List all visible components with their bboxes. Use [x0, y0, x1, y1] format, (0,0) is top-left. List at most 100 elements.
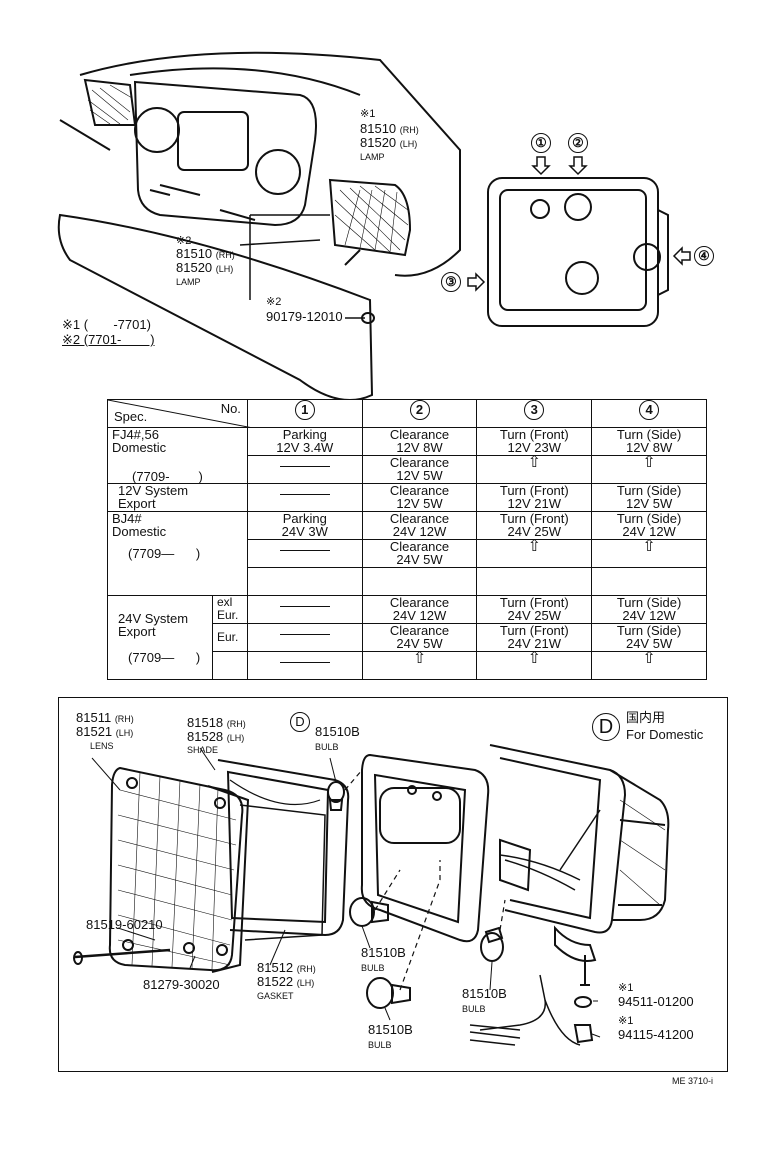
row-c3: Turn (Front) 24V 25W — [476, 511, 593, 540]
dash-mark — [279, 606, 330, 608]
gasket-pn2: 81522 (LH) — [257, 974, 315, 989]
header-col-3: 3 — [476, 399, 593, 428]
row-c3: Turn (Front) 24V 21W — [476, 623, 593, 652]
table-header-row: Spec. No. 1 2 3 4 — [107, 399, 707, 428]
row-spec: BJ4# Domestic — [107, 511, 248, 540]
row-c1 — [246, 567, 363, 596]
footnote-1: ※1 ( -7701) — [62, 317, 151, 332]
table-row — [107, 567, 707, 596]
row-c3: ⇧ — [476, 651, 593, 680]
exploded-view-frame — [58, 697, 728, 1072]
row-c2: Clearance 12V 5W — [361, 455, 478, 484]
bulb-position-2: ② — [568, 133, 588, 153]
table-row: (7709- ) Clearance 12V 5W ⇧ ⇧ — [107, 455, 707, 484]
lens-pn2: 81521 (LH) — [76, 724, 134, 739]
table-row: 12V System Export Clearance 12V 5W Turn … — [107, 483, 707, 512]
row-c2: Clearance 24V 5W — [361, 539, 478, 568]
header-col-1-num: 1 — [294, 400, 315, 420]
footnote-2: ※2 (7701- ) — [62, 332, 155, 347]
gasket-pn1: 81512 (RH) — [257, 960, 316, 975]
bulb-spec-table: Spec. No. 1 2 3 4 FJ4#,56 Domestic Parki… — [107, 399, 707, 680]
bulb-mid-name: BULB — [361, 963, 385, 973]
row-c4: Turn (Side) 12V 5W — [591, 483, 707, 512]
bulb-top-pn: 81510B — [315, 724, 360, 739]
dash-mark — [279, 662, 330, 664]
lens-name: LENS — [90, 741, 114, 751]
lamp-right-name: LAMP — [360, 152, 385, 162]
header-spec: Spec. — [114, 409, 148, 424]
header-col-2-num: 2 — [409, 400, 430, 420]
lamp-right-pn1: 81510 (RH) — [360, 121, 419, 136]
screw-pn-exploded: 81519-60210 — [86, 917, 163, 932]
part2-mark: ※1 — [618, 1015, 634, 1027]
row-spec-date: (7709— ) — [128, 649, 201, 665]
table-row: ⇧ ⇧ ⇧ — [108, 651, 707, 680]
row-c1 — [246, 539, 363, 568]
bulb-position-1: ① — [531, 133, 551, 153]
bulb-mid-pn: 81510B — [361, 945, 406, 960]
part1-pn: 94511-01200 — [618, 994, 694, 1009]
row-spec: 24V System Export (7709— ) — [107, 595, 213, 680]
row-c4: Turn (Side) 12V 8W — [591, 427, 707, 456]
row-c1 — [246, 651, 363, 680]
row-c4: ⇧ — [591, 455, 707, 484]
domestic-mark-small: D — [290, 712, 310, 732]
washer-pn: 81279-30020 — [143, 977, 220, 992]
domestic-en: For Domestic — [626, 727, 704, 742]
part2-pn: 94115-41200 — [618, 1027, 694, 1042]
bulb-low-name: BULB — [368, 1040, 392, 1050]
header-col-4-num: 4 — [639, 400, 660, 420]
row-c2: ⇧ — [361, 651, 478, 680]
part1-mark: ※1 — [618, 982, 634, 994]
row-sub — [211, 651, 248, 680]
lamp-left-name: LAMP — [176, 277, 201, 287]
lamp-left-pn1: 81510 (RH) — [176, 246, 235, 261]
dash-mark — [279, 494, 330, 496]
header-no: No. — [220, 401, 241, 416]
table-row: BJ4# Domestic Parking 24V 3W Clearance 2… — [107, 511, 707, 540]
header-col-4: 4 — [591, 399, 707, 428]
row-spec: 12V System Export — [107, 483, 248, 512]
shade-name: SHADE — [187, 745, 219, 755]
row-spec: (7709— ) — [107, 539, 248, 568]
dash-mark — [279, 634, 330, 636]
screw-note-mark: ※2 — [266, 296, 282, 308]
lens-pn1: 81511 (RH) — [76, 710, 134, 725]
screw-pn: 90179-12010 — [266, 309, 343, 324]
lamp-note-mark: ※1 — [360, 108, 376, 120]
row-c2: Clearance 12V 8W — [361, 427, 478, 456]
gasket-name: GASKET — [257, 991, 294, 1001]
header-spec-no: Spec. No. — [107, 399, 253, 428]
row-c2: Clearance 12V 5W — [361, 483, 478, 512]
dash-mark — [279, 550, 330, 552]
row-c4: Turn (Side) 24V 12W — [591, 511, 707, 540]
header-diagonal — [108, 400, 253, 428]
shade-pn2: 81528 (LH) — [187, 729, 245, 744]
bulb-low-pn: 81510B — [368, 1022, 413, 1037]
row-c3: Turn (Front) 24V 25W — [476, 595, 593, 624]
vehicle-front-drawing — [57, 51, 691, 400]
row-c3: ⇧ — [476, 539, 593, 568]
row-c3: Turn (Front) 12V 21W — [476, 483, 593, 512]
bulb-right-pn: 81510B — [462, 986, 507, 1001]
row-c4: Turn (Side) 24V 5W — [591, 623, 707, 652]
bulb-right-name: BULB — [462, 1004, 486, 1014]
lamp-left-pn2: 81520 (LH) — [176, 260, 234, 275]
dash-mark — [279, 466, 330, 468]
footer-code: ME 3710-i — [672, 1076, 714, 1086]
row-c2: Clearance 24V 12W — [361, 595, 478, 624]
table-row: 24V System Export (7709— ) exl Eur. Clear… — [107, 595, 707, 680]
bulb-top-name: BULB — [315, 742, 339, 752]
domestic-jp: 国内用 — [626, 710, 666, 725]
row-spec-text: 24V System Export — [118, 610, 189, 639]
header-col-3-num: 3 — [524, 400, 545, 420]
table-row: (7709— ) Clearance 24V 5W ⇧ ⇧ — [107, 539, 707, 568]
row-spec: FJ4#,56 Domestic — [107, 427, 248, 456]
row-c1: Parking 12V 3.4W — [246, 427, 363, 456]
lamp-left-note-mark: ※2 — [176, 235, 192, 247]
row-c2: Clearance 24V 5W — [361, 623, 478, 652]
row-c4: ⇧ — [591, 651, 707, 680]
row-sub: exl Eur. — [211, 595, 248, 624]
row-spec: (7709- ) — [107, 455, 248, 484]
